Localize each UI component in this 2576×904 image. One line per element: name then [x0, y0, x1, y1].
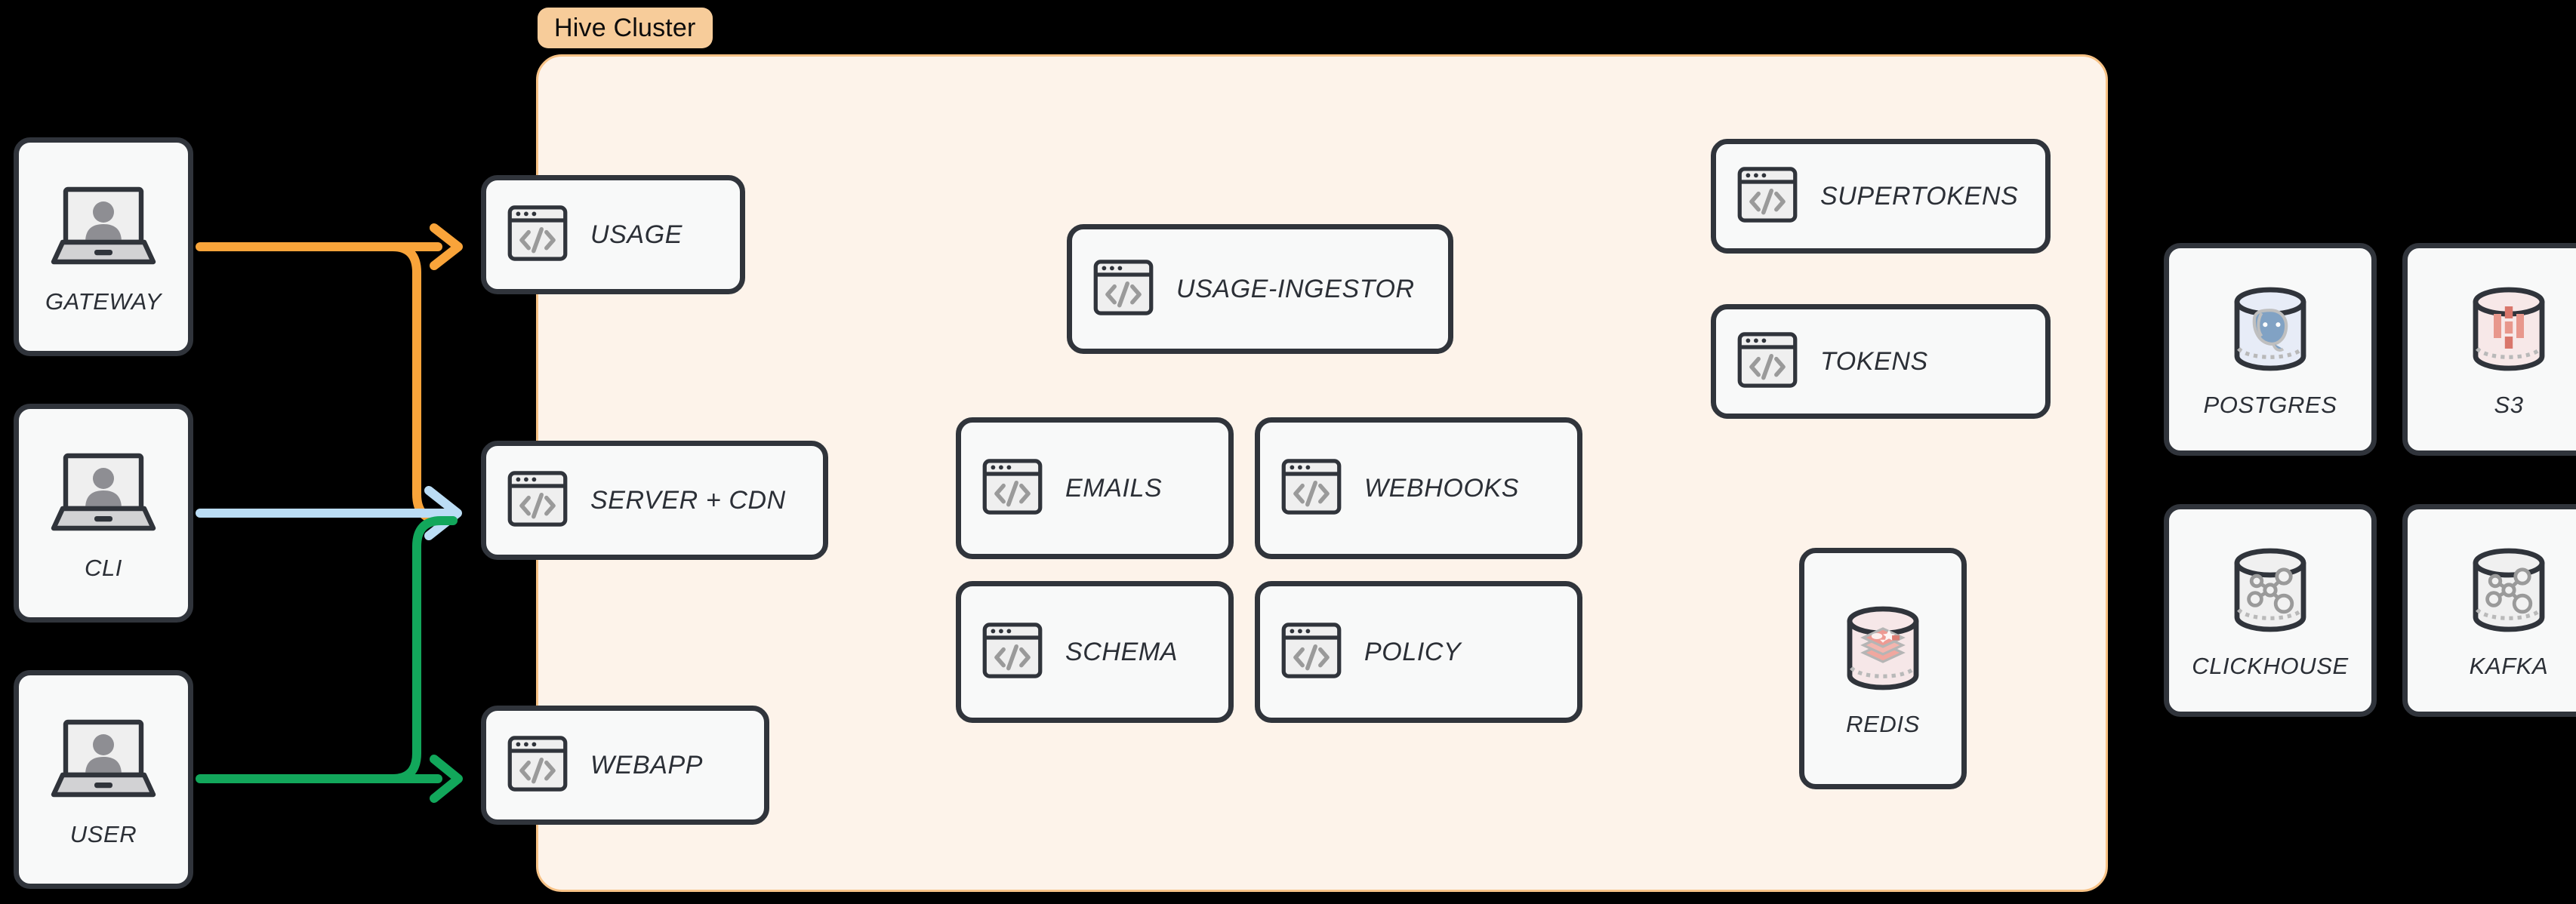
laptop-user-icon [46, 445, 161, 546]
service-node-label: WEBHOOKS [1364, 473, 1520, 503]
code-window-icon [506, 201, 569, 269]
clickhouse-cylinder-icon [2222, 542, 2319, 642]
service-node-schema[interactable]: SCHEMA [956, 581, 1234, 723]
client-node-cli[interactable]: CLI [14, 404, 193, 623]
client-node-label: CLI [84, 554, 123, 581]
datastore-node-label: POSTGRES [2203, 391, 2337, 418]
datastore-node-label: REDIS [1846, 710, 1920, 737]
code-window-icon [1736, 328, 1799, 395]
service-node-label: SCHEMA [1065, 637, 1179, 666]
code-window-icon [1280, 455, 1343, 522]
datastore-node-postgres[interactable]: POSTGRES [2164, 243, 2377, 456]
code-window-icon [506, 732, 569, 799]
service-node-label: SUPERTOKENS [1820, 181, 2019, 211]
service-node-label: WEBAPP [590, 750, 704, 779]
arrowhead-green [430, 755, 463, 803]
service-node-emails[interactable]: EMAILS [956, 417, 1234, 559]
service-node-policy[interactable]: POLICY [1255, 581, 1582, 723]
s3-cylinder-icon [2460, 281, 2557, 381]
datastore-node-label: S3 [2494, 391, 2524, 418]
datastore-node-s3[interactable]: S3 [2402, 243, 2576, 456]
code-window-icon [981, 455, 1044, 522]
service-node-supertokens[interactable]: SUPERTOKENS [1711, 139, 2051, 254]
service-node-label: SERVER + CDN [590, 485, 786, 515]
client-node-label: USER [69, 820, 137, 847]
kafka-cylinder-icon [2460, 542, 2557, 642]
code-window-icon [1736, 163, 1799, 230]
service-node-label: USAGE-INGESTOR [1176, 274, 1415, 303]
arrowhead-orange [430, 223, 463, 270]
arrowhead-blue [424, 486, 462, 540]
datastore-node-redis[interactable]: REDIS [1799, 548, 1967, 789]
edge-user-to-webapp [196, 516, 458, 783]
laptop-user-icon [46, 179, 161, 279]
datastore-node-label: CLICKHOUSE [2192, 652, 2349, 679]
code-window-icon [506, 467, 569, 534]
redis-cylinder-icon [1835, 600, 1931, 700]
client-node-gateway[interactable]: GATEWAY [14, 137, 193, 356]
code-window-icon [1092, 256, 1155, 323]
service-node-tokens[interactable]: TOKENS [1711, 304, 2051, 419]
service-node-webapp[interactable]: WEBAPP [481, 706, 769, 825]
service-node-server-cdn[interactable]: SERVER + CDN [481, 441, 828, 560]
hive-cluster-label: Hive Cluster [538, 8, 713, 48]
service-node-usage-ingestor[interactable]: USAGE-INGESTOR [1067, 224, 1453, 354]
datastore-node-label: KAFKA [2469, 652, 2549, 679]
postgres-cylinder-icon [2222, 281, 2319, 381]
service-node-label: TOKENS [1820, 346, 1928, 376]
datastore-node-kafka[interactable]: KAFKA [2402, 504, 2576, 717]
service-node-label: USAGE [590, 220, 683, 249]
service-node-label: POLICY [1364, 637, 1462, 666]
service-node-webhooks[interactable]: WEBHOOKS [1255, 417, 1582, 559]
laptop-user-icon [46, 712, 161, 812]
client-node-user[interactable]: USER [14, 670, 193, 889]
datastore-node-clickhouse[interactable]: CLICKHOUSE [2164, 504, 2377, 717]
client-node-label: GATEWAY [45, 287, 162, 315]
edge-gateway-to-usage [196, 242, 458, 524]
code-window-icon [981, 619, 1044, 686]
code-window-icon [1280, 619, 1343, 686]
service-node-label: EMAILS [1065, 473, 1163, 503]
service-node-usage[interactable]: USAGE [481, 175, 745, 294]
